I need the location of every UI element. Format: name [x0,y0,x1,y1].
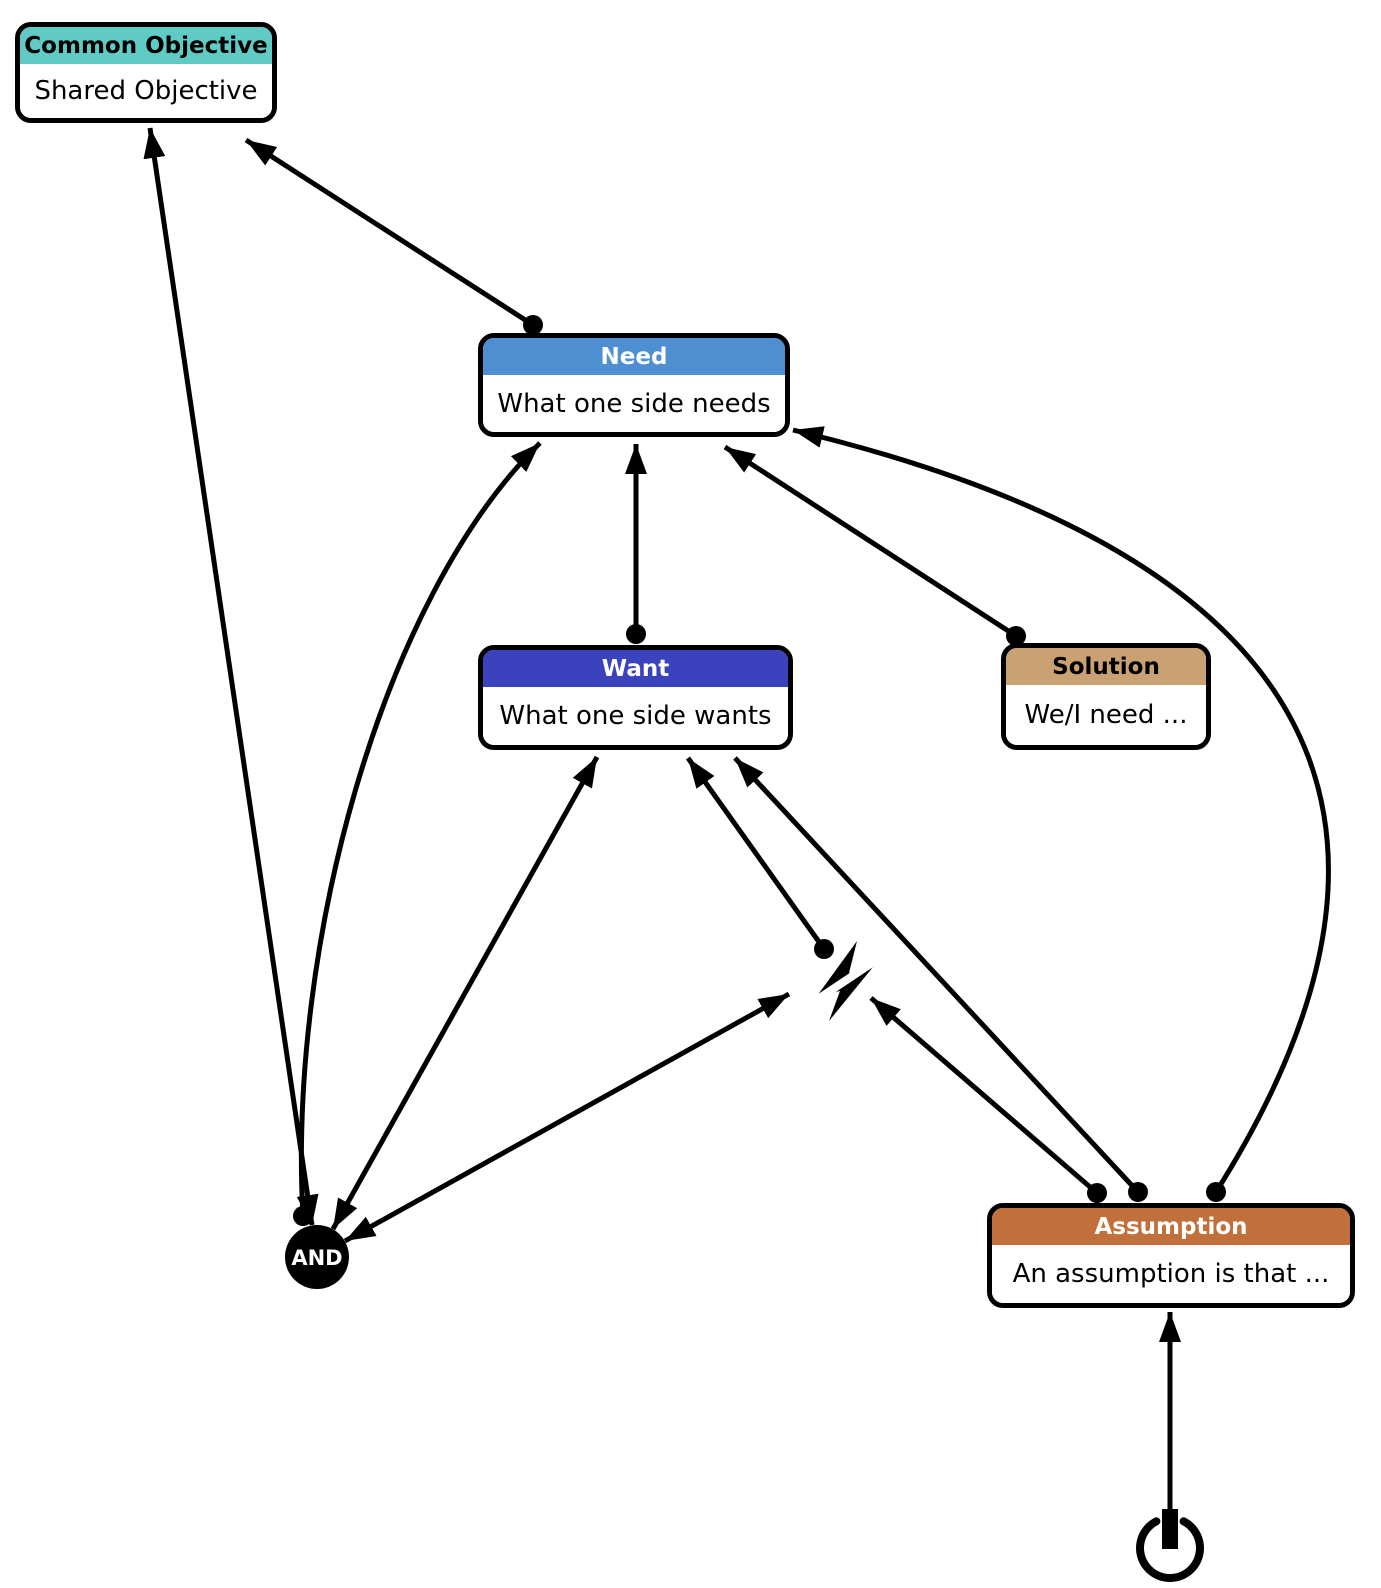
node-want-text: What one side wants [499,701,772,731]
edge-and-to-want[interactable] [330,755,600,1231]
node-solution-text: We/I need ... [1024,700,1188,730]
and-junctor-label: AND [291,1246,342,1270]
node-solution-header: Solution [1006,648,1206,685]
node-want-header: Want [483,650,788,687]
node-solution[interactable]: Solution We/I need ... [1001,643,1211,750]
node-assumption-body: An assumption is that ... [992,1245,1350,1303]
node-want-body: What one side wants [483,687,788,745]
edge-and-to-common-objective[interactable] [143,127,319,1226]
node-need[interactable]: Need What one side needs [478,333,790,437]
node-want[interactable]: Want What one side wants [478,645,793,750]
node-need-text: What one side needs [497,388,771,419]
node-common-objective[interactable]: Common Objective Shared Objective [15,22,277,123]
node-common-objective-text: Shared Objective [34,76,258,106]
node-need-type-label: Need [600,343,668,370]
node-want-type-label: Want [601,655,670,682]
node-common-objective-type-label: Common Objective [24,32,268,59]
node-common-objective-body: Shared Objective [20,64,272,118]
edge-solution-to-need[interactable] [723,444,1026,646]
node-assumption-type-label: Assumption [1094,1213,1248,1240]
edge-assumption-to-conflict-bolt[interactable] [869,996,1107,1203]
start-power-icon[interactable] [1136,1509,1204,1583]
node-assumption-header: Assumption [992,1208,1350,1245]
node-need-header: Need [483,338,785,375]
conflict-bolt-icon[interactable] [809,941,881,1021]
edge-and-to-need[interactable] [293,441,542,1226]
node-assumption[interactable]: Assumption An assumption is that ... [987,1203,1355,1308]
edge-need-to-common-objective[interactable] [244,137,543,335]
edge-assumption-to-want[interactable] [733,756,1148,1202]
node-common-objective-header: Common Objective [20,27,272,64]
edge-and-to-conflict-bolt[interactable] [343,991,791,1244]
edge-conflict-bolt-to-want[interactable] [685,756,834,959]
node-assumption-text: An assumption is that ... [1012,1259,1330,1289]
node-solution-type-label: Solution [1052,653,1160,680]
node-need-body: What one side needs [483,375,785,432]
edge-assumption-to-need[interactable] [792,426,1331,1202]
and-junctor[interactable]: AND [285,1225,349,1289]
node-solution-body: We/I need ... [1006,685,1206,745]
